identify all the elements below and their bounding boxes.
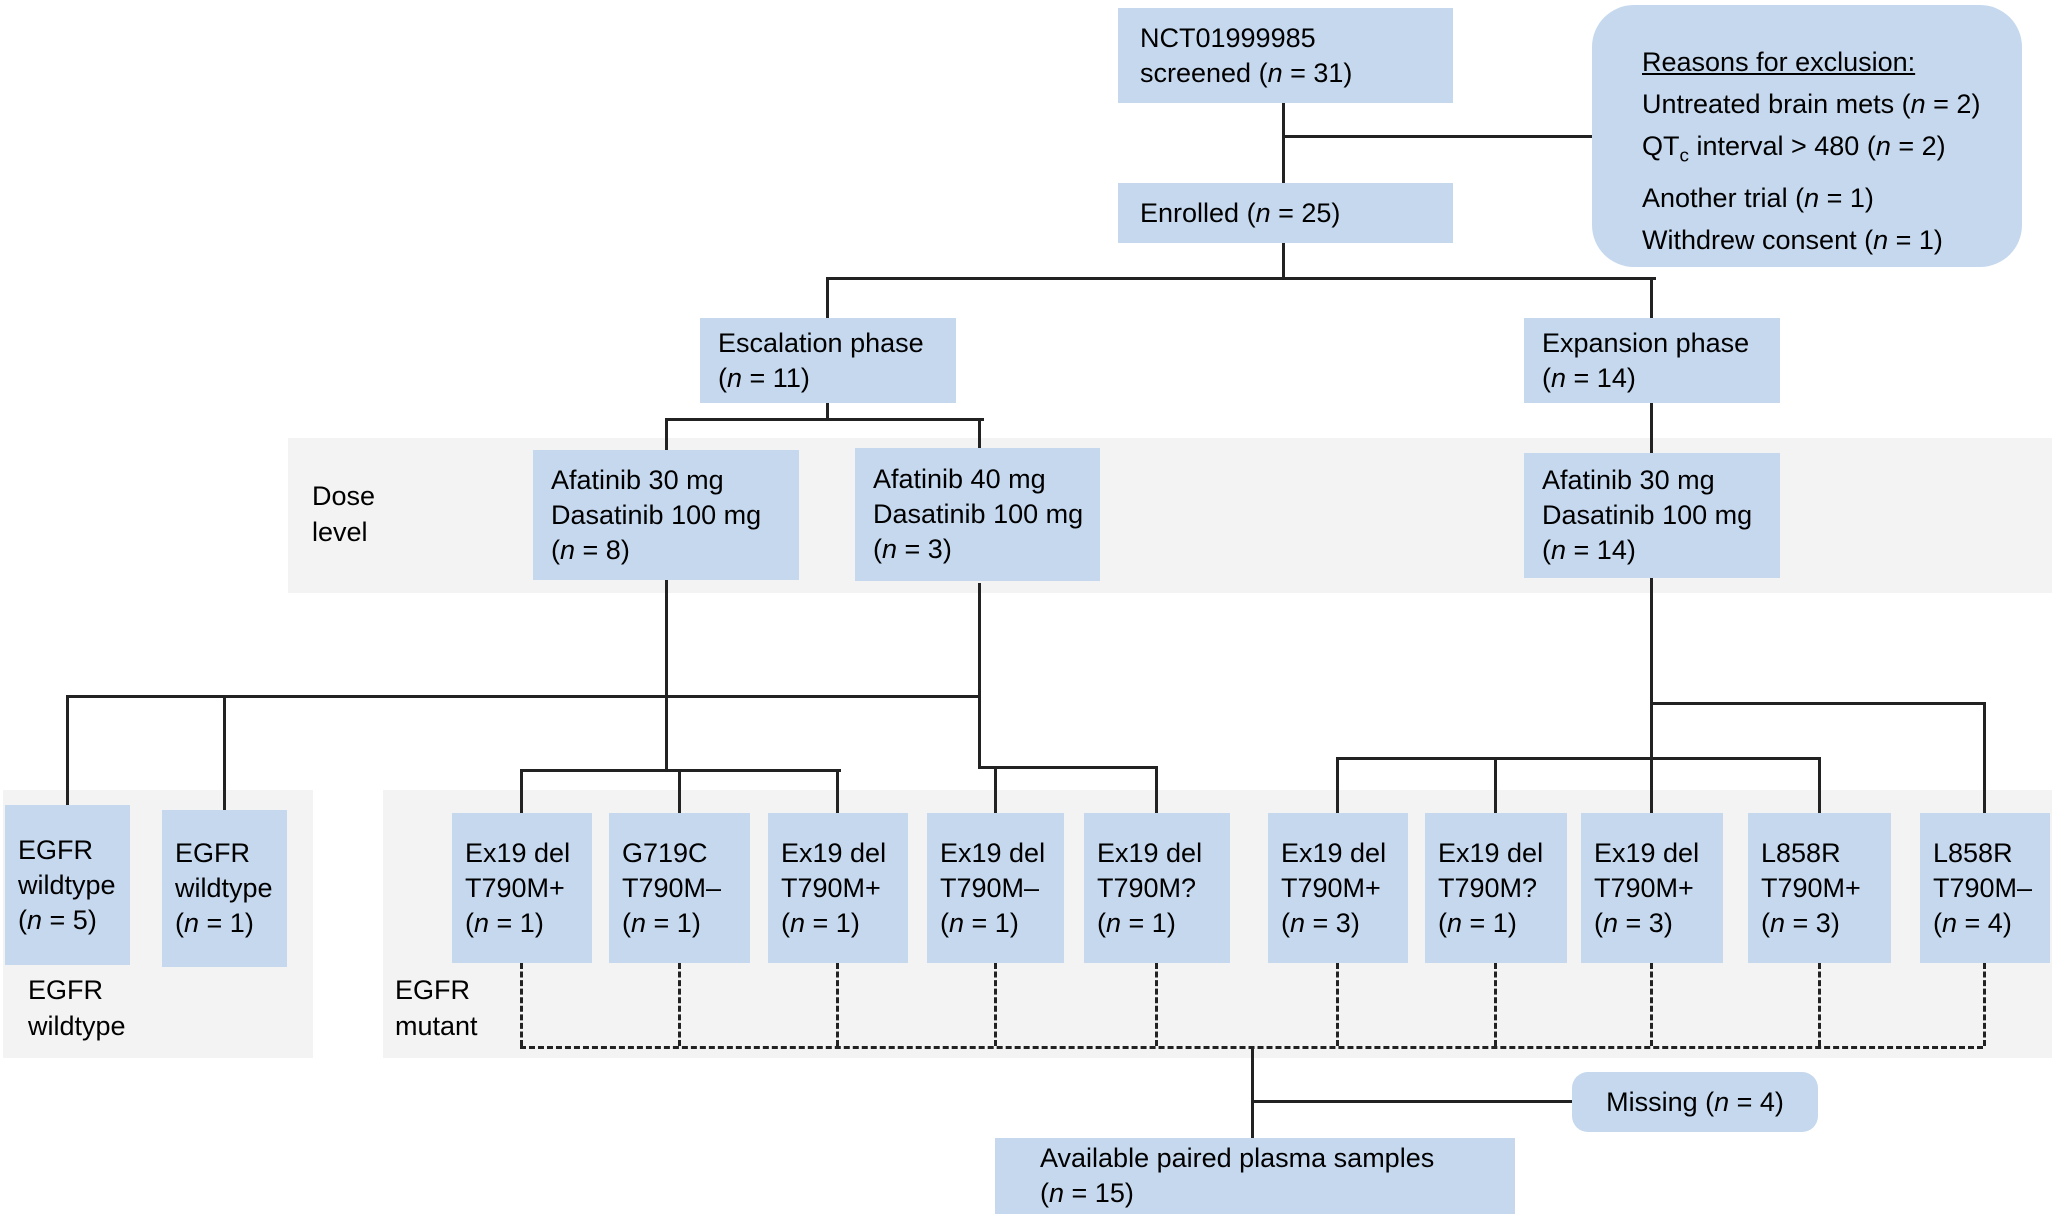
connector-line (1983, 702, 1986, 815)
connector-line (826, 277, 829, 320)
connector-line (1818, 757, 1821, 815)
enrolled-text: Enrolled (n = 25) (1140, 197, 1341, 228)
dashed-connector-line (1494, 963, 1497, 1046)
exclusion-reasons-box: Reasons for exclusion: Untreated brain m… (1592, 5, 2022, 267)
exclusion-title: Reasons for exclusion: (1642, 47, 1916, 77)
connector-line (665, 418, 984, 421)
connector-line (1251, 1046, 1254, 1140)
available-samples-text: Available paired plasma samples(n = 15) (1040, 1143, 1435, 1208)
dashed-connector-line (994, 963, 997, 1046)
connector-line (826, 277, 1656, 280)
connector-line (1650, 277, 1653, 320)
dashed-connector-line (1983, 963, 1986, 1046)
connector-line (665, 418, 668, 452)
exclusion-item: QTc interval > 480 (n = 2) (1642, 131, 1946, 167)
dashed-connector-line (1818, 963, 1821, 1046)
connector-line (994, 766, 997, 815)
exclusion-item: Withdrew consent (n = 1) (1642, 225, 1943, 256)
dashed-connector-line (520, 963, 523, 1046)
available-samples-box: Available paired plasma samples(n = 15) (995, 1138, 1515, 1214)
connector-line (1494, 757, 1497, 815)
missing-box: Missing (n = 4) (1572, 1072, 1818, 1132)
dashed-connector-line (836, 963, 839, 1046)
escalation-phase-text: Escalation phase(n = 11) (718, 327, 924, 393)
expansion-phase-box: Expansion phase(n = 14) (1524, 318, 1780, 403)
connector-line (66, 695, 69, 808)
connector-line (978, 418, 981, 450)
dashed-connector-line (678, 963, 681, 1046)
connector-line (1336, 757, 1821, 760)
connector-line (1251, 1100, 1573, 1103)
connector-line (1650, 702, 1986, 705)
dashed-connector-line (1650, 963, 1653, 1046)
connector-line (1155, 766, 1158, 815)
dashed-connector-line (1155, 963, 1158, 1046)
connector-line (1336, 757, 1339, 815)
connector-line (1282, 135, 1593, 138)
dashed-connector-line (520, 1046, 1983, 1049)
connector-line (66, 695, 981, 698)
connector-line (1650, 403, 1653, 455)
connector-line (1282, 243, 1285, 279)
connector-line (223, 695, 226, 813)
escalation-phase-box: Escalation phase(n = 11) (700, 318, 956, 403)
exclusion-item: Untreated brain mets (n = 2) (1642, 89, 1981, 119)
connector-line (978, 583, 981, 769)
connector-line (836, 769, 839, 815)
connector-line (826, 403, 829, 421)
connector-line (1650, 757, 1653, 815)
dashed-connector-line (1336, 963, 1339, 1046)
missing-text: Missing (n = 4) (1606, 1086, 1784, 1117)
connector-line (978, 766, 1158, 769)
enrolled-box: Enrolled (n = 25) (1118, 183, 1453, 243)
connector-line (1650, 578, 1653, 759)
connector-line (520, 769, 523, 815)
connector-line (678, 769, 681, 815)
exclusion-item: Another trial (n = 1) (1642, 183, 1874, 214)
expansion-phase-text: Expansion phase(n = 14) (1542, 327, 1750, 393)
connector-line (665, 580, 668, 772)
connector-line (1282, 103, 1285, 183)
